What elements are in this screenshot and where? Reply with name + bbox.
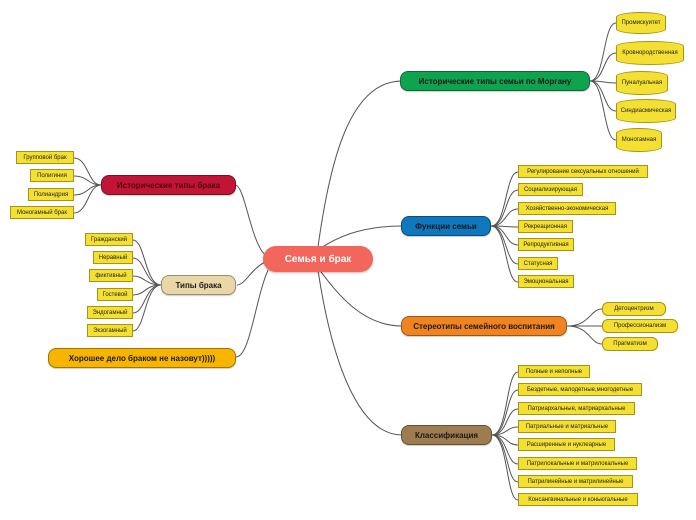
leaf-class-patrilocal-matrilocal[interactable]: Патрилокальные и матрилокальные <box>518 457 637 470</box>
links-marriage-types-leaves <box>132 239 162 332</box>
leaf-punaluan[interactable]: Пуналуальная <box>616 71 668 95</box>
leaf-class-patrilineal-matrilineal[interactable]: Патрилинейные и матрилинейные <box>518 475 633 488</box>
leaf-child-centrism[interactable]: Детоцентризм <box>602 302 666 316</box>
central-topic[interactable]: Семья и брак <box>263 246 373 272</box>
leaf-monogamous[interactable]: Моногамная <box>616 128 662 152</box>
link-central-stereotypes <box>317 267 403 327</box>
branch-saying[interactable]: Хорошее дело браком не назовут))))) <box>48 348 236 368</box>
leaf-endogamous[interactable]: Эндогамный <box>87 306 133 319</box>
leaf-polyandry[interactable]: Полиандрия <box>28 188 74 201</box>
leaf-class-patriarchal-matriarchal[interactable]: Патриархальные, матриархальные <box>518 402 635 415</box>
link-central-saying <box>235 269 269 358</box>
link-central-historical-marriage <box>234 184 266 256</box>
links-functions-leaves <box>490 171 519 283</box>
leaf-civil[interactable]: Гражданский <box>85 233 133 246</box>
leaf-class-childless-large[interactable]: Бездетные, малодетные,многодетные <box>518 383 642 396</box>
leaf-polygyny[interactable]: Полигиния <box>30 169 74 182</box>
branch-historical-marriage-types[interactable]: Исторические типы брака <box>101 175 236 195</box>
leaf-function-sexual-regulation[interactable]: Регулирование сексуальных отношений <box>518 165 648 178</box>
leaf-function-status[interactable]: Статусная <box>518 257 558 270</box>
links-morgan-leaves <box>589 22 617 141</box>
leaf-function-socializing[interactable]: Социализирующая <box>518 183 583 196</box>
leaf-promiscuity[interactable]: Промискуитет <box>616 12 666 34</box>
leaf-monogamous-marriage[interactable]: Моногамный брак <box>10 206 74 219</box>
branch-historical-family-types-morgan[interactable]: Исторические типы семьи по Моргану <box>400 71 590 91</box>
leaf-function-emotional[interactable]: Эмоциональная <box>518 275 574 288</box>
branch-family-functions[interactable]: Функции семьи <box>401 216 491 236</box>
branch-marriage-types[interactable]: Типы брака <box>161 275 236 295</box>
branch-upbringing-stereotypes[interactable]: Стереотипы семейного воспитания <box>401 316 567 336</box>
leaf-class-consanguineal-conjugal[interactable]: Консангвинальные и коньюгальные <box>518 493 638 506</box>
leaf-class-extended-nuclear[interactable]: Расширенные и нуклеарные <box>518 438 615 451</box>
leaf-fictitious[interactable]: фиктивный <box>89 269 133 282</box>
leaf-function-recreational[interactable]: Рекреационная <box>518 220 573 233</box>
leaf-professionalism[interactable]: Профессионализм <box>602 319 678 333</box>
leaf-exogamous[interactable]: Экзогамный <box>87 324 133 337</box>
link-central-morgan <box>317 80 403 248</box>
link-central-marriage-types <box>236 261 266 286</box>
branch-classification[interactable]: Классификация <box>401 425 492 445</box>
leaf-pragmatism[interactable]: Прагматизм <box>602 337 658 351</box>
links-historical-marriage-leaves <box>73 157 102 214</box>
link-central-classification <box>317 269 403 436</box>
leaf-syndyasmian[interactable]: Синдиасмическая <box>616 99 676 123</box>
leaf-consanguineous[interactable]: Кровнородственная <box>616 41 684 65</box>
links-stereotypes-leaves <box>566 308 603 345</box>
links-classification-leaves <box>491 371 519 501</box>
leaf-guest[interactable]: Гостевой <box>97 288 133 301</box>
leaf-group-marriage[interactable]: Групповой брак <box>16 151 74 164</box>
leaf-class-complete-incomplete[interactable]: Полные и неполные <box>518 365 590 378</box>
leaf-function-reproductive[interactable]: Репродуктивная <box>518 238 574 251</box>
leaf-function-economic[interactable]: Хозяйственно-экономическая <box>518 202 616 215</box>
leaf-class-patrial-matrial[interactable]: Патриальные и матриальные <box>518 420 616 433</box>
leaf-unequal[interactable]: Неравный <box>93 251 133 264</box>
